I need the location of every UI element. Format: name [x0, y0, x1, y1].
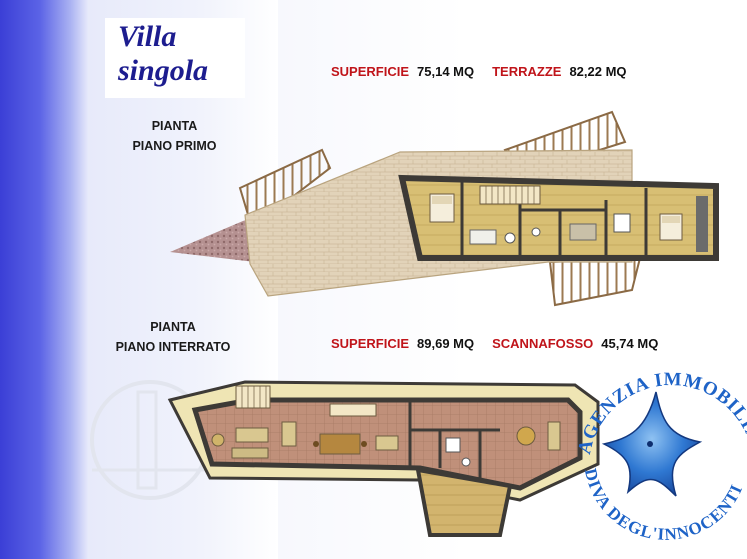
first-floor-label: PIANTA PIANO PRIMO [112, 116, 237, 156]
first-floor-area-key-2: TERRAZZE [492, 64, 562, 79]
title-line-1: Villa [118, 20, 177, 53]
seal-text-top: AGENZIA IMMOBILIARE [0, 0, 747, 456]
first-floor-stair [479, 185, 541, 205]
basement-label-line-2: PIANO INTERRATO [115, 340, 231, 354]
first-floor-area-key-1: SUPERFICIE [331, 64, 410, 79]
first-floor-walls [460, 182, 648, 256]
basement-areas: SUPERFICIE 89,69 MQ SCANNAFOSSO 45,74 MQ [331, 336, 658, 352]
basement-area-value-2: 45,74 MQ [601, 336, 659, 351]
left-blue-band [0, 0, 88, 559]
basement-walls [408, 402, 500, 478]
first-floor-area-value-2: 82,22 MQ [569, 64, 627, 79]
first-floor-label-line-2: PIANO PRIMO [132, 139, 217, 153]
basement-area-key-1: SUPERFICIE [331, 336, 410, 351]
first-floor-label-line-1: PIANTA [151, 119, 198, 133]
first-floor-area-value-1: 75,14 MQ [417, 64, 475, 79]
basement-label-line-1: PIANTA [150, 320, 196, 334]
garden-rubble [170, 218, 255, 262]
starfish-icon [601, 391, 703, 497]
first-floor-furniture [429, 193, 708, 252]
first-floor-areas: SUPERFICIE 75,14 MQ TERRAZZE 82,22 MQ [331, 64, 627, 80]
basement-stair [235, 385, 377, 417]
basement-area-key-2: SCANNAFOSSO [492, 336, 594, 351]
basement-furniture [211, 421, 561, 467]
svg-text:AGENZIA IMMOBILIARE: AGENZIA IMMOBILIARE [0, 0, 747, 456]
title-box [105, 18, 245, 98]
page-title: Villa singola [118, 20, 248, 88]
basement-label: PIANTA PIANO INTERRATO [98, 317, 248, 357]
basement-storage [415, 467, 513, 537]
basement-area-value-1: 89,69 MQ [417, 336, 475, 351]
title-line-2: singola [118, 54, 209, 87]
